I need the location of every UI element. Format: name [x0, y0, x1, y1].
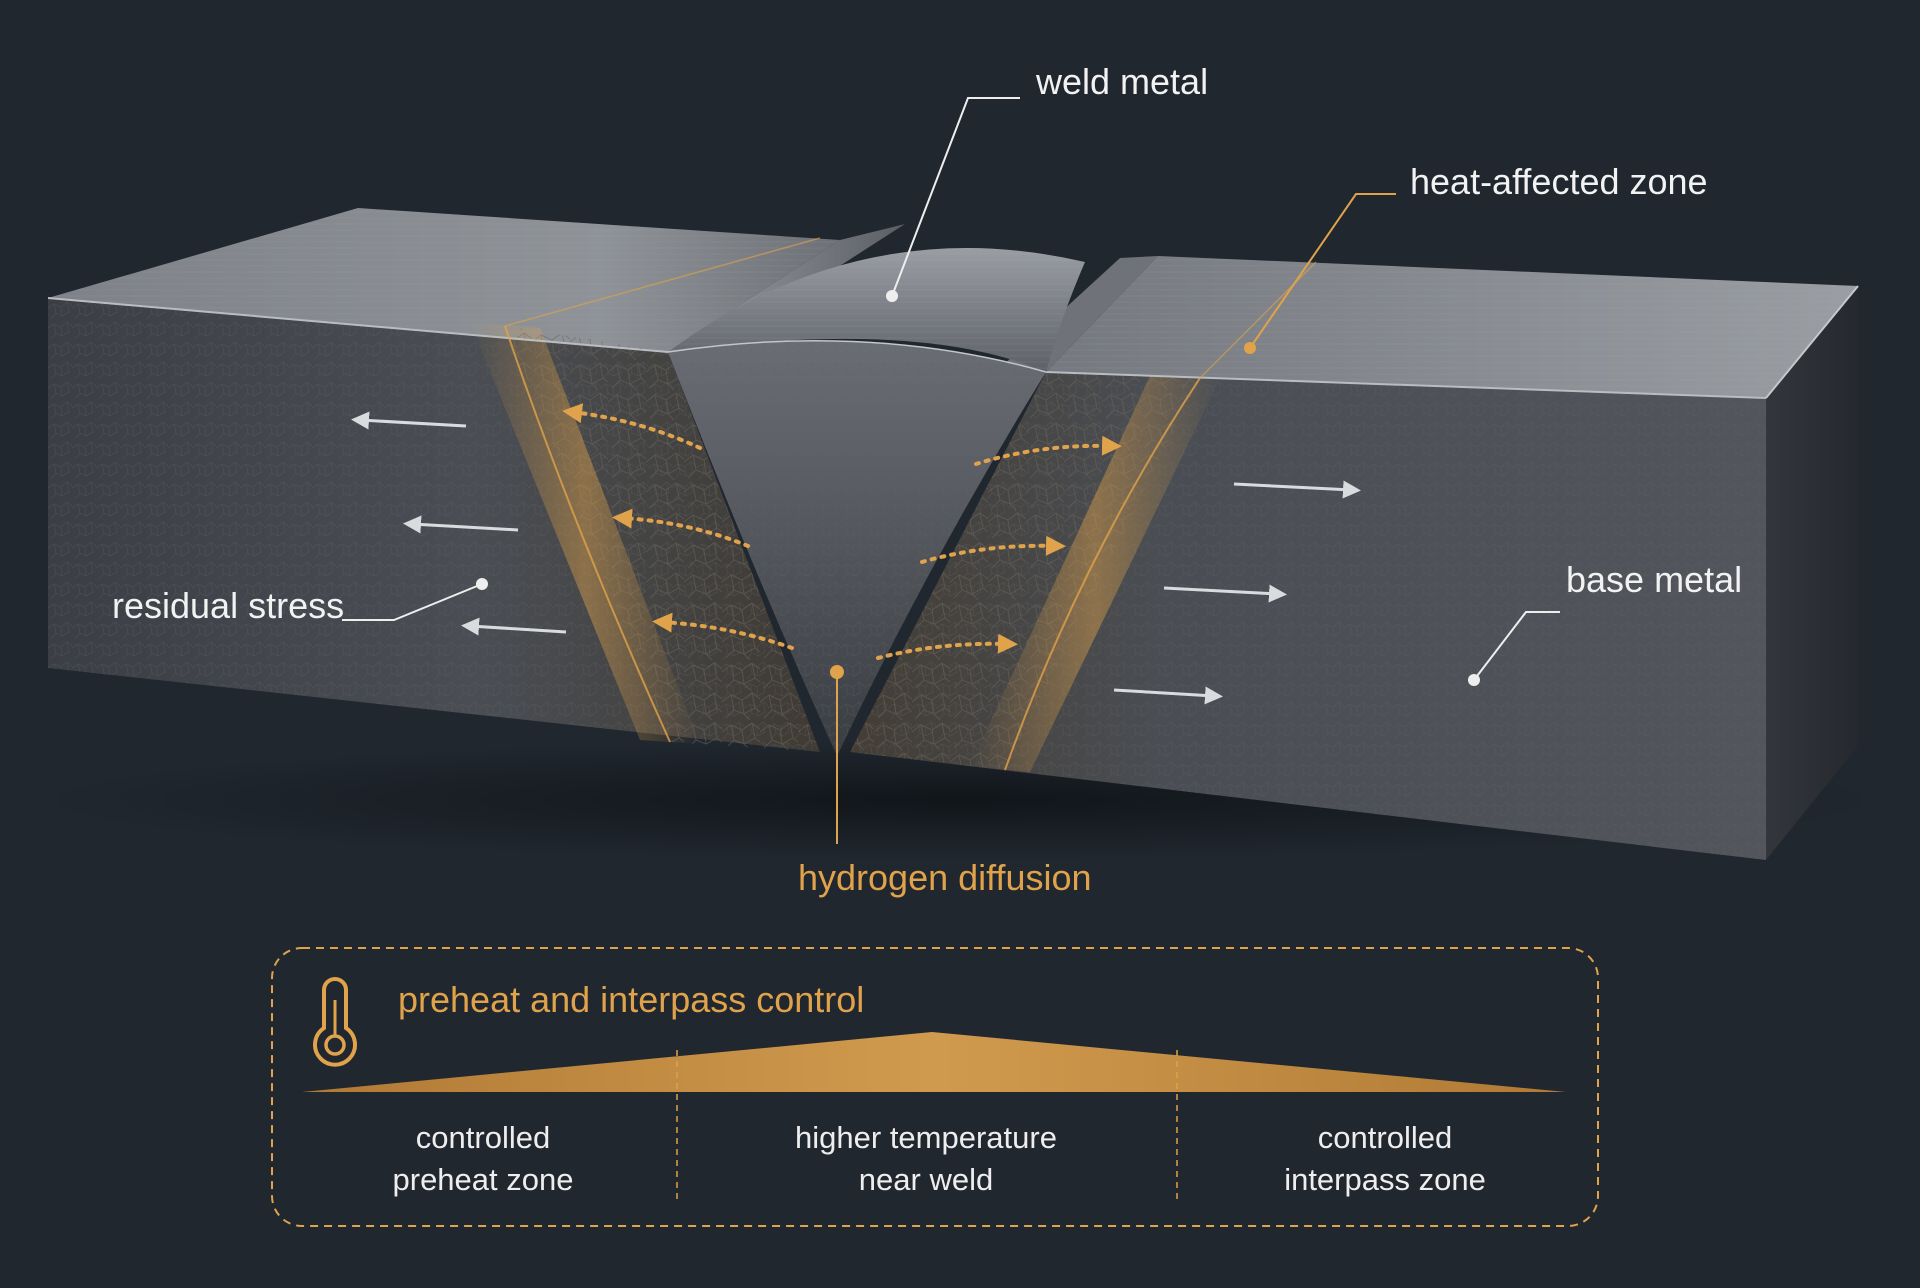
callout-weld-metal: weld metal	[886, 61, 1208, 302]
callout-hydrogen-diffusion: hydrogen diffusion	[798, 665, 1092, 898]
right-haz-boundary	[1004, 377, 1201, 771]
hydrogen-arrow-left-2	[612, 508, 750, 548]
weld-joint	[667, 224, 1158, 756]
right-plate	[850, 256, 1859, 860]
zone-weld-line2: near weld	[859, 1162, 993, 1197]
zone-interpass-line1: controlled	[1318, 1120, 1452, 1155]
temperature-profile	[302, 1032, 1566, 1092]
stress-arrow-left-3	[461, 617, 567, 636]
zone-weld-line1: higher temperature	[795, 1120, 1057, 1155]
hydrogen-arrow-left-3	[652, 612, 794, 650]
hydrogen-arrow-left-1	[562, 403, 702, 450]
callout-residual-stress: residual stress	[112, 578, 488, 626]
stress-arrow-right-3	[1113, 686, 1223, 705]
base-metal-label: base metal	[1566, 559, 1742, 600]
weld-metal-label: weld metal	[1035, 61, 1208, 102]
residual-stress-arrows	[351, 411, 1361, 705]
callout-heat-affected-zone: heat-affected zone	[1244, 161, 1708, 354]
hydrogen-arrow-right-1	[974, 435, 1122, 466]
hydrogen-arrow-right-2	[920, 535, 1066, 564]
hydrogen-arrow-right-3	[876, 633, 1018, 660]
preheat-interpass-panel: preheat and interpass control controlled…	[271, 947, 1599, 1227]
residual-stress-label: residual stress	[112, 585, 344, 626]
left-haz-glow	[470, 322, 700, 744]
stress-arrow-right-2	[1163, 584, 1287, 603]
callout-base-metal: base metal	[1468, 559, 1742, 686]
panel-frame	[271, 947, 1599, 1227]
zone-preheat-line1: controlled	[416, 1120, 550, 1155]
thermometer-icon	[313, 977, 357, 1067]
heat-affected-zone-label: heat-affected zone	[1410, 161, 1708, 202]
right-plate-side	[1766, 286, 1858, 860]
left-haz-grain	[505, 326, 820, 752]
zone-preheat-line2: preheat zone	[393, 1162, 574, 1197]
zone-interpass-line2: interpass zone	[1284, 1162, 1486, 1197]
stress-arrow-left-2	[403, 515, 519, 534]
stress-arrow-left-1	[351, 411, 467, 430]
left-haz-boundary	[504, 325, 671, 743]
panel-title: preheat and interpass control	[398, 979, 864, 1020]
right-haz-glow	[970, 376, 1220, 772]
stress-arrow-right-1	[1233, 480, 1361, 499]
hydrogen-diffusion-arrows	[562, 403, 1122, 660]
hydrogen-diffusion-label: hydrogen diffusion	[798, 857, 1092, 898]
